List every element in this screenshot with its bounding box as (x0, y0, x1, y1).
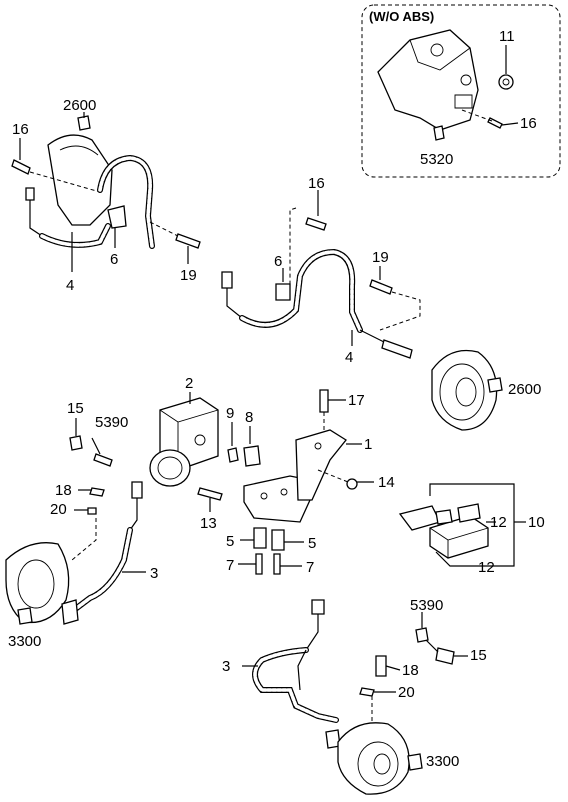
label-14: 14 (378, 474, 395, 491)
label-5390-left: 5390 (95, 414, 128, 431)
grommet-11 (498, 45, 514, 90)
part-ref-5320 (433, 125, 445, 141)
bolt-16-inset (461, 109, 519, 129)
label-3300-left: 3300 (8, 633, 41, 650)
label-15-left: 15 (67, 400, 84, 417)
label-19-left: 19 (180, 267, 197, 284)
dust-cover-inset (377, 29, 479, 131)
label-16-inset: 16 (520, 115, 537, 132)
label-9: 9 (226, 405, 234, 422)
label-3-right: 3 (222, 658, 230, 675)
label-3-left: 3 (150, 565, 158, 582)
label-19-right: 19 (372, 249, 389, 266)
front-right-sensor-assembly (221, 190, 503, 431)
label-20-left: 20 (50, 501, 67, 518)
label-7-a: 7 (226, 557, 234, 574)
label-5-a: 5 (226, 533, 234, 550)
label-3300-right: 3300 (426, 753, 459, 770)
label-16-left: 16 (12, 121, 29, 138)
inset-title: (W/O ABS) (369, 9, 434, 24)
rear-left-sensor-assembly (5, 418, 146, 625)
abs-hydraulic-unit (149, 392, 219, 487)
label-18-right: 18 (402, 662, 419, 679)
label-5-b: 5 (308, 535, 316, 552)
mounts-5-7 (238, 527, 304, 575)
label-6-mid: 6 (274, 253, 282, 270)
front-left-sensor-assembly (11, 112, 201, 272)
label-2600-right: 2600 (508, 381, 541, 398)
label-12-b: 12 (478, 559, 495, 576)
label-4-left: 4 (66, 277, 74, 294)
label-2: 2 (185, 375, 193, 392)
label-10: 10 (528, 514, 545, 531)
fitting-9-8 (227, 422, 261, 467)
label-5390-right: 5390 (410, 597, 443, 614)
label-5320: 5320 (420, 151, 453, 168)
bracket-1 (243, 429, 362, 523)
label-15-right: 15 (470, 647, 487, 664)
bolt-17 (319, 389, 346, 432)
label-2600-left: 2600 (63, 97, 96, 114)
label-13: 13 (200, 515, 217, 532)
rear-right-sensor-assembly (242, 599, 468, 795)
label-4-right: 4 (345, 349, 353, 366)
label-18-left: 18 (55, 482, 72, 499)
bolt-13 (197, 487, 223, 512)
relay-module-10 (398, 483, 526, 567)
label-8: 8 (245, 409, 253, 426)
label-17: 17 (348, 392, 365, 409)
label-16-mid: 16 (308, 175, 325, 192)
label-6-left: 6 (110, 251, 118, 268)
inset-without-abs: (W/O ABS) 11 16 5320 (361, 4, 561, 178)
label-12-a: 12 (490, 514, 507, 531)
nut-14 (317, 469, 374, 490)
label-20-right: 20 (398, 684, 415, 701)
label-7-b: 7 (306, 559, 314, 576)
label-11: 11 (499, 28, 515, 45)
label-1: 1 (364, 436, 372, 453)
